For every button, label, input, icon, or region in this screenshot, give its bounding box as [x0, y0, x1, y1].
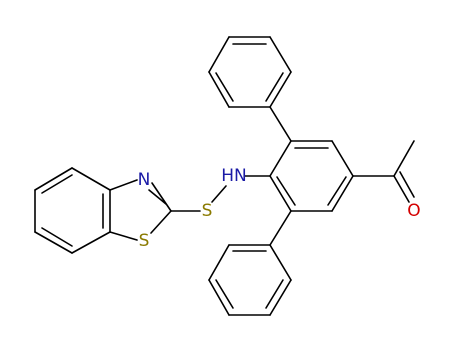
- bonds: [34, 36, 415, 316]
- atom-labels: N S S HN O: [138, 166, 421, 251]
- n-thiazole-label: N: [138, 170, 151, 190]
- central-ring: [269, 140, 354, 212]
- s-sulfenyl-label: S: [202, 201, 213, 221]
- bond-top-phenyl-to-core: [269, 106, 292, 142]
- atom-o-carbonyl: O: [407, 201, 420, 221]
- benzothiazole: [34, 167, 172, 254]
- acetyl-group: [352, 140, 415, 203]
- atom-s-sulfenyl: S: [202, 201, 213, 221]
- nh-label: HN: [221, 166, 247, 186]
- atom-nh: HN: [221, 166, 247, 186]
- atom-n-thiazole: N: [138, 170, 151, 190]
- s-thiazole-label: S: [139, 231, 150, 251]
- top-phenyl-ring: [208, 36, 292, 108]
- bond-bottom-phenyl-to-core: [269, 210, 292, 246]
- atom-s-thiazole: S: [139, 231, 150, 251]
- bottom-phenyl-ring: [208, 244, 292, 316]
- o-carbonyl-label: O: [407, 201, 420, 221]
- bond-nh-to-s: [211, 185, 227, 203]
